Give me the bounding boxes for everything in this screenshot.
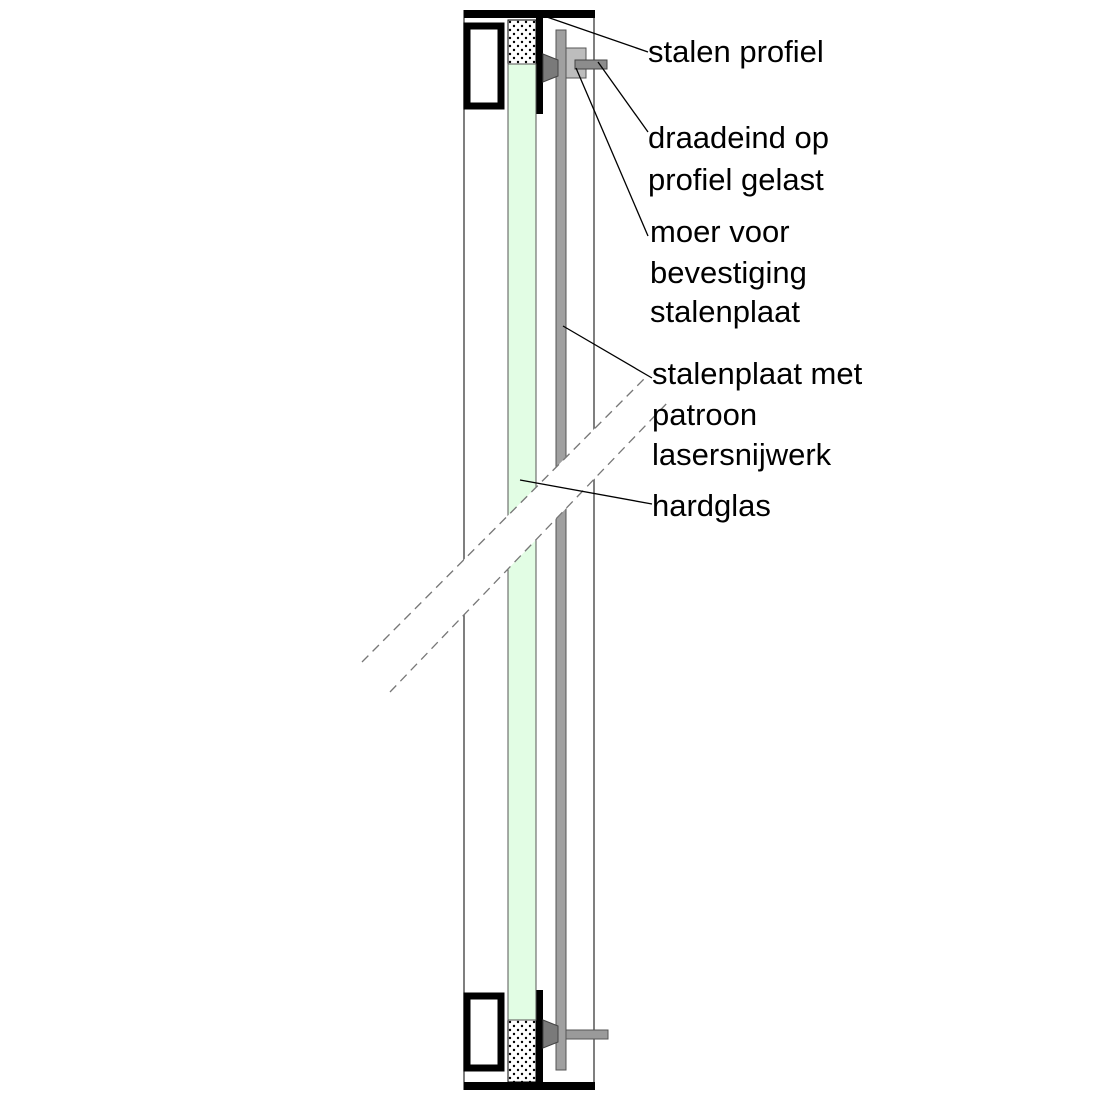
label-nut-line2: bevestiging [650,255,807,290]
top-setting-block [507,19,537,65]
break-band [361,377,671,693]
label-glass: hardglas [652,488,771,523]
label-steel-profile: stalen profiel [648,34,824,69]
label-threaded-end-line2: profiel gelast [648,162,824,197]
top-steel-bar [464,10,595,18]
leader-threaded-end [597,61,649,133]
label-steel-plate-line2: patroon [652,397,757,432]
bottom-fastener [542,1019,609,1049]
label-nut-line3: stalenplaat [650,294,800,329]
leader-nut [575,67,649,237]
frame-outline [463,10,595,1090]
label-steel-plate-line3: lasersnijwerk [652,437,832,472]
top-hollow-profile [463,22,505,110]
label-steel-plate-line1: stalenplaat met [652,356,863,391]
bottom-setting-block [507,1019,537,1083]
leader-steel-plate [562,325,653,379]
top-fastener [542,47,608,83]
leader-steel-profile [543,15,649,53]
bottom-angle-profile [536,990,543,1085]
bottom-steel-bar [464,1082,595,1090]
label-threaded-end-line1: draadeind op [648,120,829,155]
top-angle-profile [536,14,543,114]
leader-lines [519,15,653,505]
label-nut-line1: moer voor [650,214,790,249]
labels: stalen profiel draadeind op profiel gela… [648,34,863,523]
leader-glass [519,479,653,505]
steel-plate [555,29,567,1071]
bottom-hollow-profile [463,992,505,1072]
